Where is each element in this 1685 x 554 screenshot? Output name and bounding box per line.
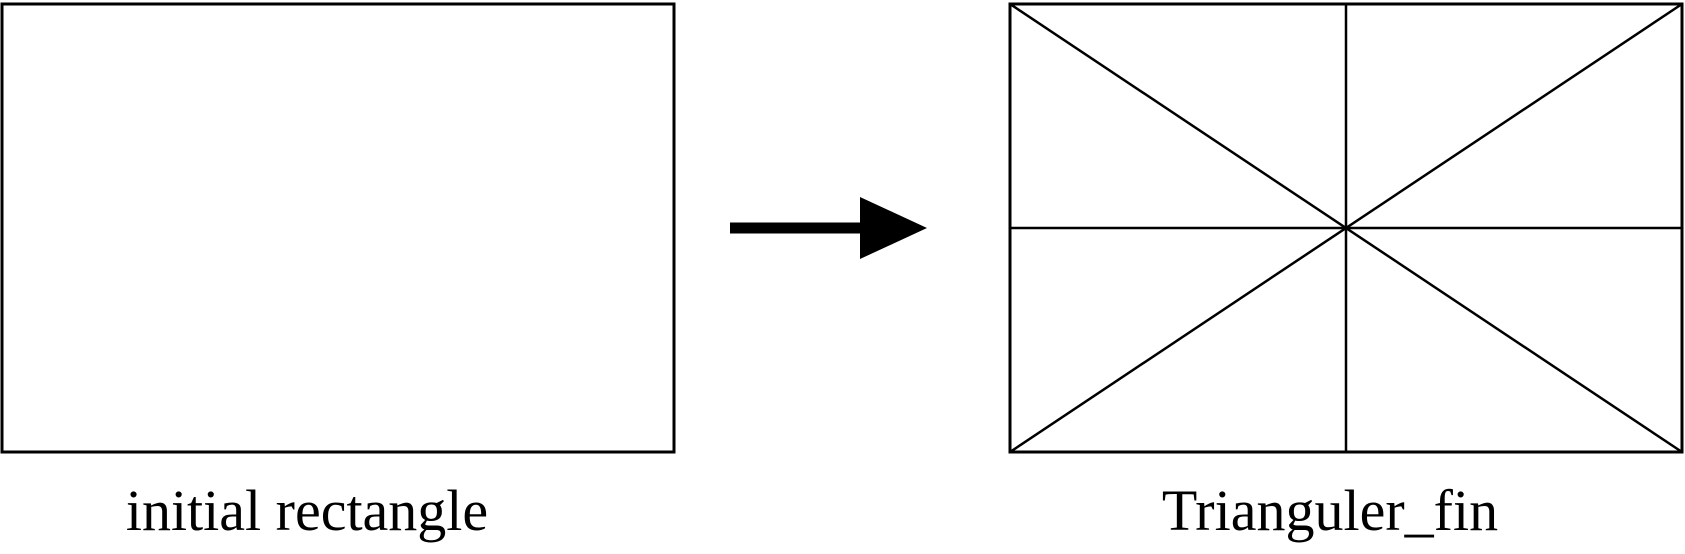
initial-rectangle-label: initial rectangle bbox=[125, 478, 489, 543]
transform-arrow bbox=[730, 197, 927, 259]
triangulated-rectangle bbox=[1008, 2, 1684, 454]
diagonal-top-right-to-bottom-left bbox=[1009, 2, 1683, 454]
arrow-head bbox=[860, 197, 927, 259]
initial-rectangle bbox=[0, 2, 676, 454]
triangulated-label: Trianguler_fin bbox=[1161, 478, 1499, 543]
